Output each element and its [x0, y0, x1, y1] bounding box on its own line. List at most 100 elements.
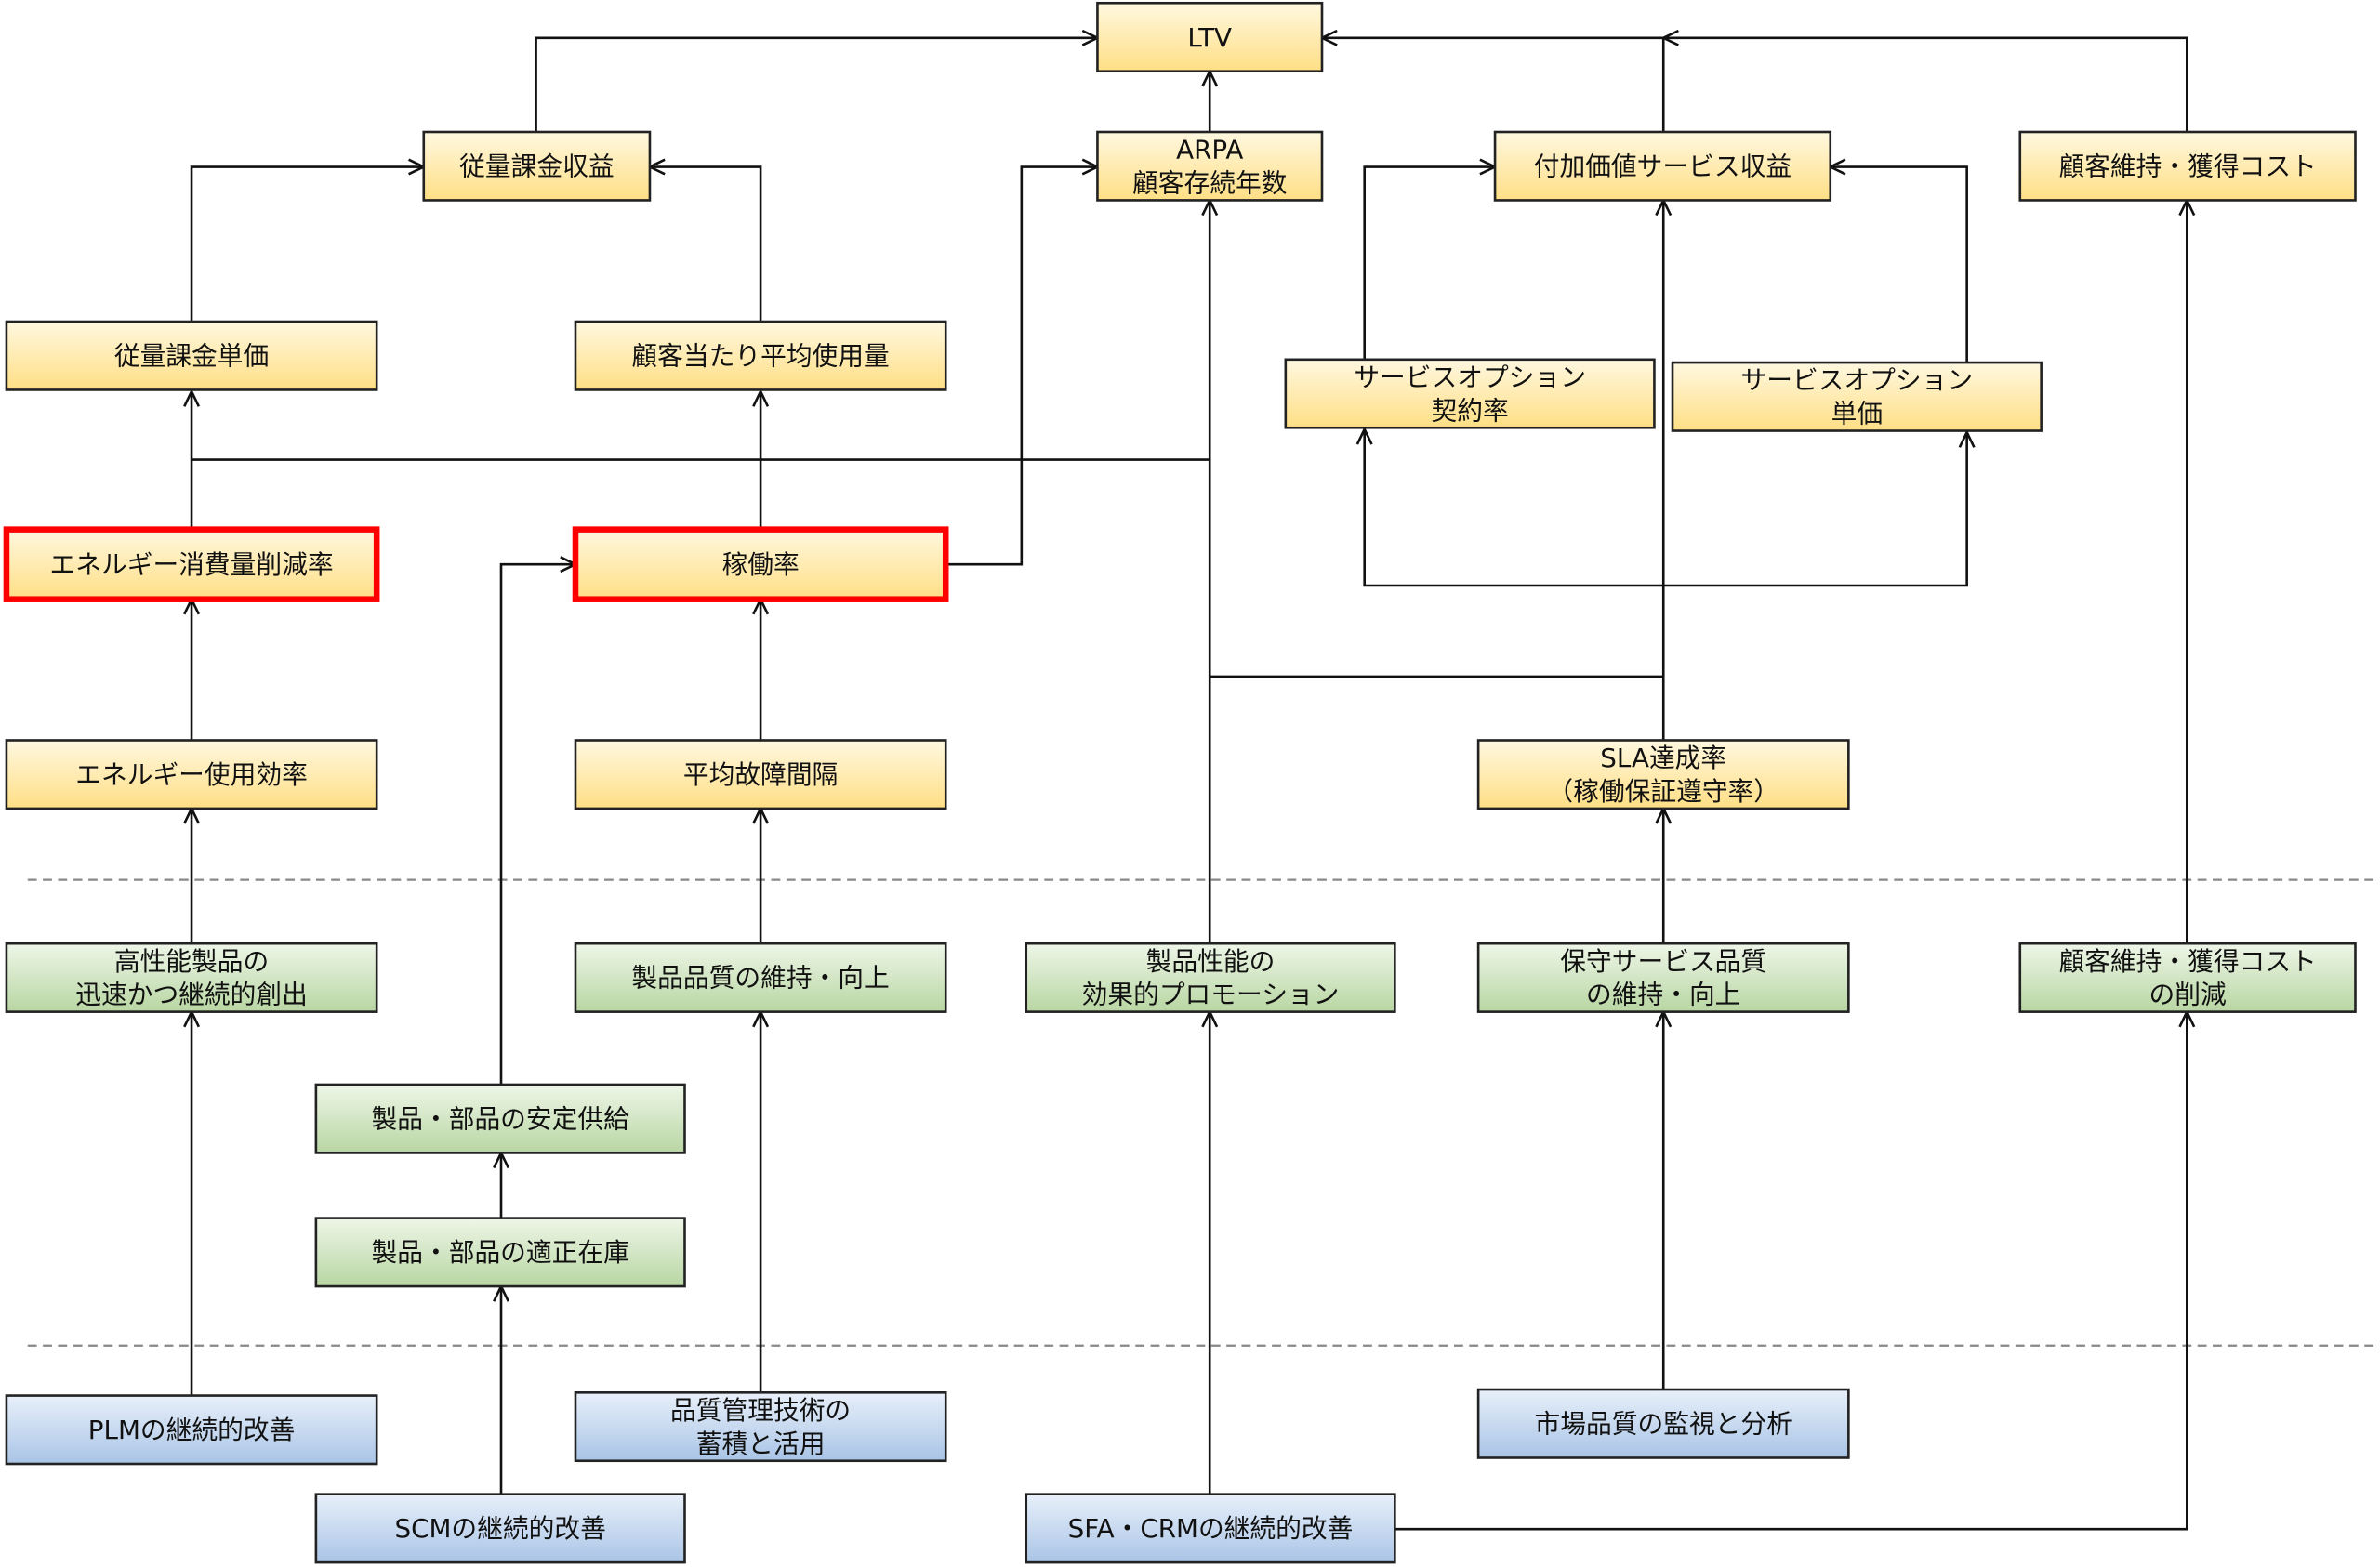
node-energy-reduction[interactable]: エネルギー消費量削減率	[3, 526, 380, 602]
node-box	[1284, 358, 1656, 429]
node-proper-inventory[interactable]: 製品・部品の適正在庫	[314, 1217, 686, 1288]
node-box	[1476, 739, 1850, 810]
node-label: SCMの継続的改善	[395, 1513, 606, 1544]
node-label: 契約率	[1432, 395, 1509, 426]
arrowhead-icon	[752, 388, 770, 407]
arrowhead-icon	[1958, 429, 1976, 448]
node-label: エネルギー消費量削減率	[50, 549, 334, 580]
node-label: ARPA	[1176, 135, 1243, 165]
node-box	[5, 739, 378, 810]
node-label: の削減	[2149, 980, 2227, 1010]
node-box	[574, 1390, 947, 1463]
node-box	[2018, 942, 2357, 1013]
node-box	[1476, 1388, 1850, 1459]
connector-line	[1663, 36, 2188, 132]
node-box	[1476, 942, 1850, 1013]
node-box	[1671, 361, 2043, 432]
node-box	[1096, 1, 1324, 73]
node-label: SFA・CRMの継続的改善	[1068, 1513, 1354, 1544]
node-quality-maintain[interactable]: 製品品質の維持・向上	[574, 942, 947, 1013]
node-label: PLMの継続的改善	[88, 1415, 296, 1445]
node-ltv[interactable]: LTV	[1096, 1, 1324, 73]
node-label: サービスオプション	[1354, 362, 1586, 392]
node-box	[3, 526, 380, 602]
node-avg-usage[interactable]: 顧客当たり平均使用量	[574, 320, 947, 391]
node-label: 迅速かつ継続的創出	[75, 980, 308, 1010]
node-mtbf[interactable]: 平均故障間隔	[574, 739, 947, 810]
connector-line	[1321, 36, 1665, 132]
node-stable-supply[interactable]: 製品・部品の安定供給	[314, 1083, 686, 1154]
node-box	[572, 526, 949, 602]
node-label: サービスオプション	[1741, 365, 1974, 396]
connector-line	[1830, 165, 1968, 363]
node-box	[314, 1083, 686, 1154]
node-box	[5, 1394, 378, 1466]
node-box	[574, 942, 947, 1013]
node-uptime[interactable]: 稼働率	[572, 526, 949, 602]
node-retention-cost[interactable]: 顧客維持・獲得コスト	[2018, 130, 2357, 202]
node-label: 従量課金単価	[114, 341, 269, 372]
node-plm[interactable]: PLMの継続的改善	[5, 1394, 378, 1466]
node-label: （稼働保証遵守率）	[1547, 776, 1779, 807]
node-label: 蓄積と活用	[696, 1429, 826, 1459]
node-label: SLA達成率	[1600, 743, 1726, 773]
connector-line	[1395, 1011, 2188, 1531]
node-usage-revenue[interactable]: 従量課金収益	[422, 130, 652, 202]
node-label: 効果的プロモーション	[1082, 980, 1340, 1010]
node-box	[314, 1217, 686, 1288]
node-label: 顧客当たり平均使用量	[631, 341, 889, 372]
connectors	[183, 29, 2196, 1531]
node-box	[5, 320, 378, 391]
node-label: 市場品質の監視と分析	[1535, 1409, 1792, 1440]
node-label: エネルギー使用効率	[75, 759, 308, 790]
connector-line	[945, 165, 1098, 566]
node-label: 高性能製品の	[114, 946, 269, 977]
node-sla[interactable]: SLA達成率（稼働保証遵守率）	[1476, 739, 1850, 810]
node-label: 顧客存続年数	[1132, 167, 1287, 198]
arrowhead-icon	[1355, 426, 1373, 445]
node-box	[1025, 1493, 1396, 1564]
node-box	[1096, 130, 1324, 202]
node-label: 製品・部品の安定供給	[372, 1103, 630, 1134]
node-label: 単価	[1831, 399, 1883, 429]
connector-line	[1363, 428, 1664, 587]
connector-line	[1363, 165, 1496, 360]
node-box	[2018, 130, 2357, 202]
arrowhead-icon	[183, 388, 201, 407]
connector-line	[1663, 432, 1968, 587]
connector-line	[535, 36, 1098, 132]
node-label: LTV	[1187, 22, 1232, 53]
node-label: 製品性能の	[1146, 946, 1276, 977]
arrowhead-icon	[1660, 29, 1679, 46]
node-box	[1025, 942, 1396, 1013]
node-market-quality[interactable]: 市場品質の監視と分析	[1476, 1388, 1850, 1459]
node-label: の維持・向上	[1586, 980, 1740, 1010]
node-label: 顧客維持・獲得コスト	[2058, 151, 2316, 182]
node-sfa-crm[interactable]: SFA・CRMの継続的改善	[1025, 1493, 1396, 1564]
node-box	[574, 320, 947, 391]
node-energy-efficiency[interactable]: エネルギー使用効率	[5, 739, 378, 810]
node-scm[interactable]: SCMの継続的改善	[314, 1493, 686, 1564]
node-label: 製品・部品の適正在庫	[372, 1237, 629, 1268]
connector-line	[499, 562, 575, 1085]
node-label: 付加価値サービス収益	[1534, 151, 1792, 182]
node-usage-unit-price[interactable]: 従量課金単価	[5, 320, 378, 391]
node-label: 稼働率	[722, 549, 800, 580]
node-box	[5, 942, 378, 1013]
node-label: 従量課金収益	[459, 151, 614, 182]
connector-line	[190, 165, 424, 323]
node-box	[574, 739, 947, 810]
node-value-added-revenue[interactable]: 付加価値サービス収益	[1493, 130, 1832, 202]
node-label: 製品品質の維持・向上	[631, 963, 889, 994]
node-box	[1493, 130, 1832, 202]
